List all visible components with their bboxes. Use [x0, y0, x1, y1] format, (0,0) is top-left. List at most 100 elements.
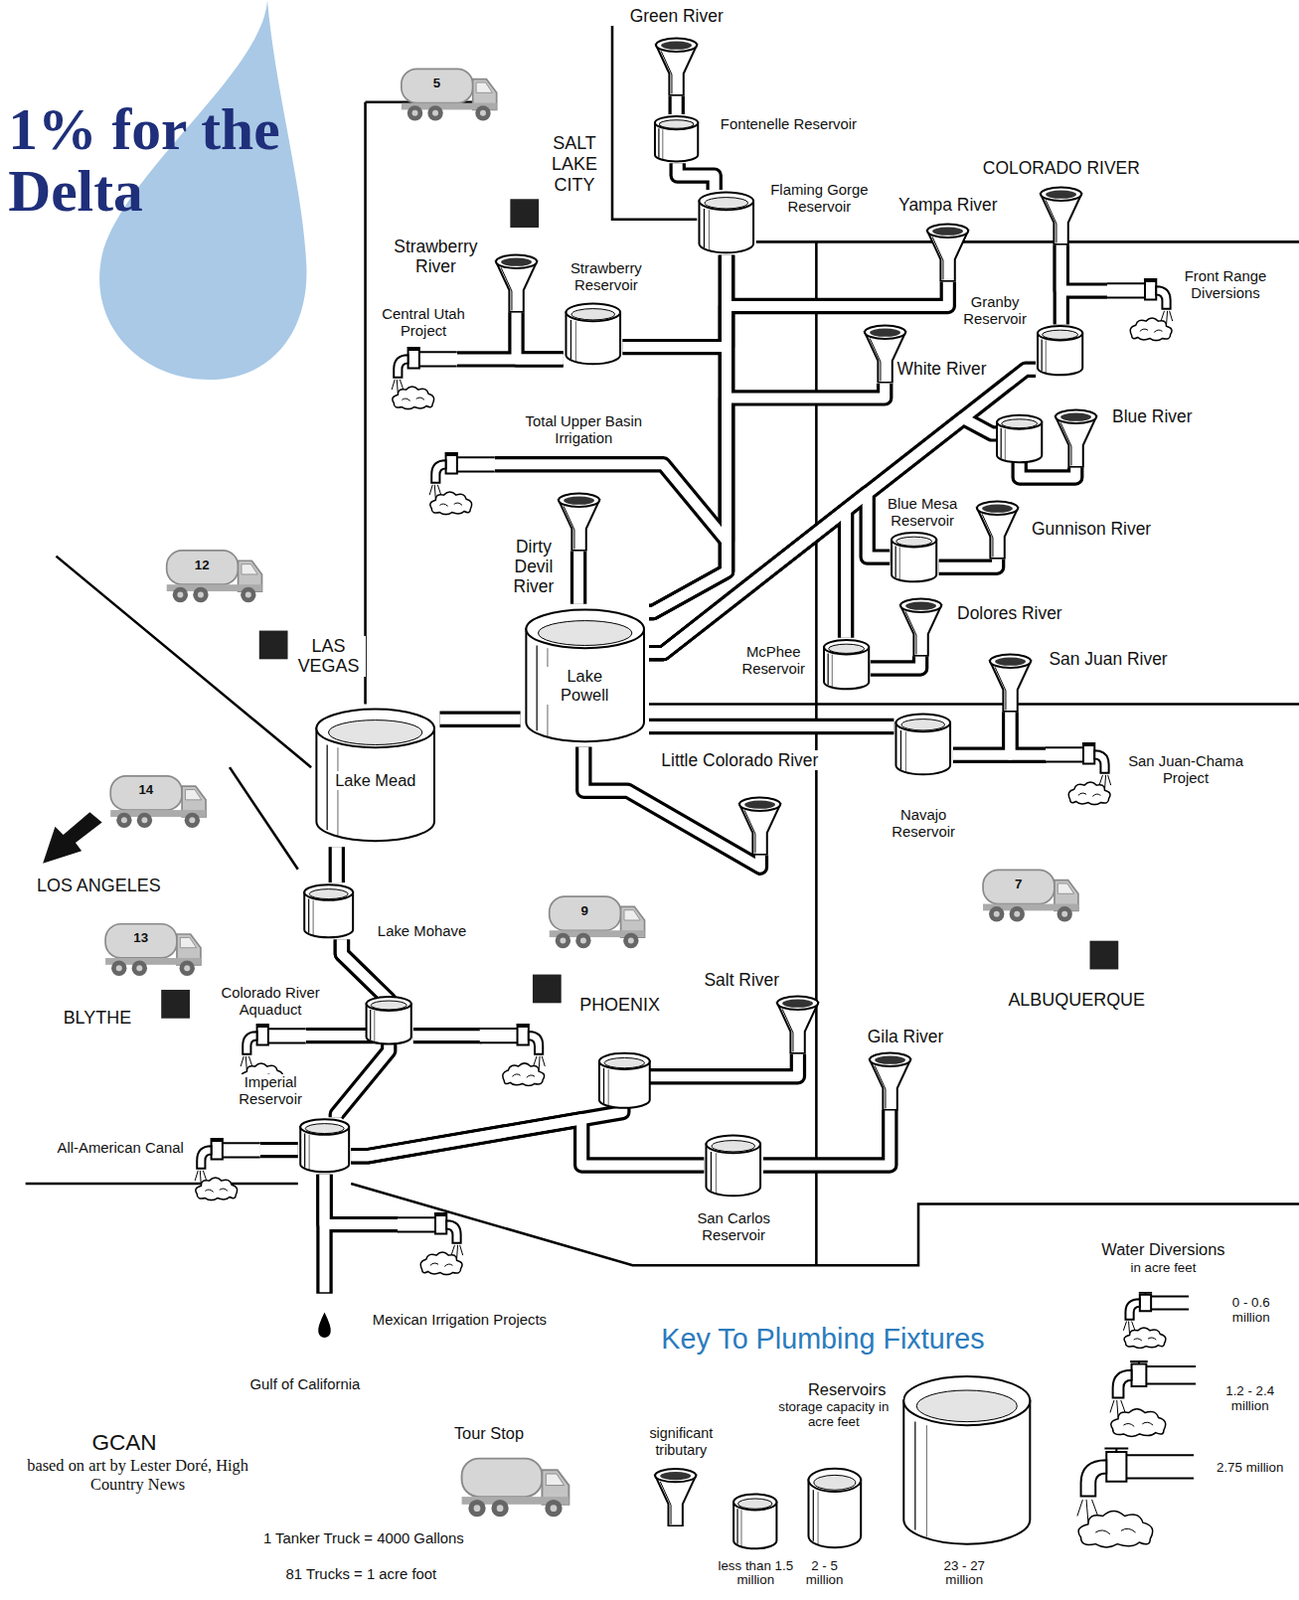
fixture-icon	[1045, 742, 1118, 807]
pipe-connector	[328, 846, 345, 883]
fixture-icon-use	[495, 254, 537, 312]
pipe-connector-inside	[763, 1110, 890, 1166]
fixture-icon-use	[300, 1119, 349, 1172]
state-borders	[25, 7, 1299, 1266]
pipe-connector-inside	[516, 312, 564, 359]
fixture-label: Lake Powell	[540, 666, 629, 705]
fixture-icon-use	[896, 713, 952, 775]
fixture-label: Front Range Diversions	[1174, 268, 1278, 303]
fixture-icon	[889, 530, 939, 584]
fixture-icon	[397, 1212, 470, 1277]
fixture-icon-use	[1045, 743, 1112, 806]
fixture-icon	[974, 499, 1020, 560]
key-note: storage capacity in acre feet	[777, 1399, 890, 1431]
pipe-connector-inside	[1061, 244, 1108, 291]
reservoir: Flaming Gorge Reservoir	[696, 189, 757, 256]
outlet-label: Gulf of California	[250, 1376, 361, 1394]
fixture-icon	[1107, 278, 1179, 342]
pipe-connector-inside	[649, 509, 846, 653]
city-marker	[259, 631, 289, 660]
fixture-label: Dirty Devil River	[506, 536, 560, 597]
pipe-connector-inside	[573, 550, 584, 604]
pipe-connector	[570, 550, 587, 604]
tributary-funnel: Dolores River	[898, 597, 944, 657]
fixture-icon	[925, 222, 971, 283]
city-marker	[1090, 941, 1120, 971]
city-name: SALT LAKE CITY	[540, 133, 609, 195]
tributary-funnel: Salt River	[775, 994, 820, 1055]
fixture-icon-use	[654, 116, 698, 162]
fixture-label: Granby Reservoir	[958, 294, 1032, 328]
fixture-icon	[493, 253, 539, 314]
legend-text: 2.75 million	[1216, 1461, 1285, 1476]
tributary-funnel: Yampa River	[925, 222, 971, 283]
legend-text: 23 - 27 million	[923, 1559, 1005, 1589]
faucet-icon	[480, 1024, 546, 1087]
fixture-label: Little Colorado River	[657, 750, 821, 771]
tributary-funnel: Blue River	[1053, 408, 1099, 469]
pipe-connector	[763, 1110, 890, 1166]
water-drop	[318, 1311, 331, 1338]
fixture-icon	[1053, 408, 1099, 469]
reservoir: McPhee Reservoir	[821, 638, 871, 691]
city-name: LAS VEGAS	[292, 636, 366, 677]
pipe-connector	[494, 255, 727, 542]
reservoir: Granby Reservoir	[1035, 324, 1085, 377]
city-marker	[532, 974, 562, 1004]
city-marker	[161, 989, 190, 1019]
tanker-truck	[982, 869, 1079, 922]
fixture-icon	[653, 36, 699, 97]
pipe-connector	[649, 492, 890, 653]
pipe-connector	[440, 711, 521, 728]
fixture-label: All-American Canal	[25, 1139, 184, 1157]
fixture-label: COLORADO RIVER	[959, 158, 1163, 178]
tributary-funnel: Green River	[653, 36, 699, 97]
legend-reservoir	[903, 1376, 1030, 1545]
fixture-label: Central Utah Project	[367, 306, 481, 340]
pipe-connector	[1061, 244, 1108, 291]
pipe-connector	[953, 712, 1011, 756]
fixture-label: Salt River	[703, 970, 780, 990]
state-border	[350, 1183, 1299, 1266]
legend-text: 1.2 - 2.4 million	[1216, 1384, 1285, 1414]
fixture-icon	[652, 114, 700, 163]
fixture-label: Total Upper Basin Irrigation	[506, 413, 660, 448]
pipe-connector-inside	[671, 96, 682, 116]
tour-stop-number: 7	[1005, 876, 1031, 892]
fixture-icon	[423, 452, 495, 516]
fixture-label: Lake Mead	[331, 771, 420, 791]
pipe-connector	[649, 281, 949, 613]
reservoir: San Carlos Reservoir	[703, 1133, 764, 1199]
fixture-icon-use	[989, 654, 1031, 712]
tributary-funnel: White River	[862, 324, 908, 384]
fixture-label: Gunnison River	[1031, 518, 1151, 539]
pipe-connector	[649, 509, 846, 653]
tour-stop-number: 14	[133, 782, 159, 798]
fixture-icon-use	[397, 1213, 464, 1276]
tour-stop-number: 13	[128, 930, 154, 946]
fixture-icon	[737, 796, 783, 856]
tanker-truck	[549, 896, 646, 949]
tributary-funnel: Little Colorado River	[737, 796, 783, 856]
reservoir: Blue Mesa Reservoir	[889, 530, 939, 584]
fixture-icon	[821, 638, 871, 691]
state-border	[756, 240, 1299, 244]
pipe-connector-inside	[324, 1174, 399, 1225]
fixture-icon-use	[565, 303, 621, 364]
pipe-connector	[677, 162, 715, 190]
legend-text: Tour Stop	[454, 1424, 524, 1444]
fixture-icon-use	[317, 709, 436, 842]
fixture-icon	[302, 882, 355, 940]
pipe-connector-inside	[870, 655, 921, 668]
fixture-label: San Carlos Reservoir	[676, 1210, 792, 1245]
reservoir: Imperial Reservoir	[298, 1117, 351, 1174]
fixture-icon-use	[1037, 326, 1083, 376]
pipe-connector	[939, 559, 998, 568]
tanker-truck	[105, 924, 201, 976]
pipe-connector-inside	[494, 255, 727, 542]
fixture-label: Navajo Reservoir	[881, 807, 966, 841]
direction-arrow	[42, 811, 103, 863]
fixture-icon	[556, 491, 602, 552]
